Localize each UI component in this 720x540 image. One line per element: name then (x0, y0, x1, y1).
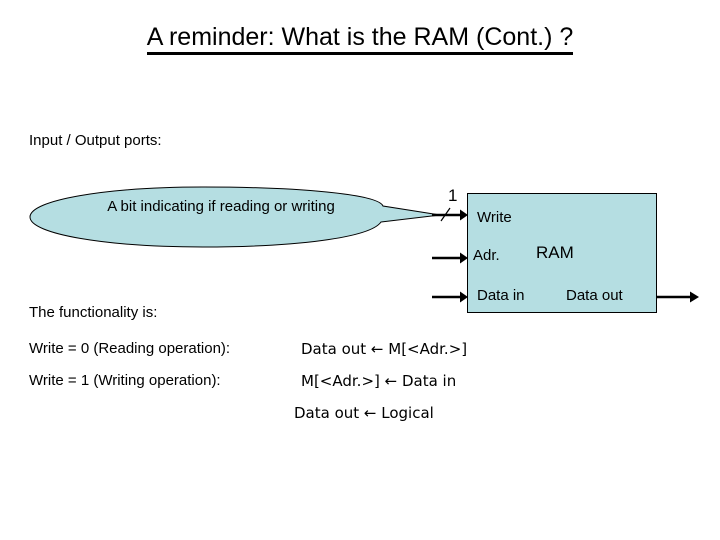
functionality-expression: M[<Adr.>] ← Data in (301, 372, 457, 390)
callout-shape (29, 186, 441, 248)
functionality-condition: Write = 0 (Reading operation): (29, 340, 231, 357)
page-title-text: A reminder: What is the RAM (Cont.) ? (146, 23, 574, 55)
port-label-write: Write (477, 209, 512, 226)
callout-path (29, 186, 441, 248)
functionality-expression: Data out ← Logical (294, 404, 434, 422)
data-out-output-arrow (657, 291, 699, 303)
callout-balloon: A bit indicating if reading or writing (26, 186, 441, 248)
ram-block: Write Adr. Data in Data out RAM (467, 193, 657, 313)
port-label-data-out: Data out (566, 287, 623, 304)
page-title: A reminder: What is the RAM (Cont.) ? (0, 22, 720, 55)
functionality-expression: Data out ← M[<Adr.>] (301, 340, 468, 358)
adr-input-arrow (432, 252, 468, 264)
functionality-condition: Write = 1 (Writing operation): (29, 372, 221, 389)
port-label-adr: Adr. (473, 247, 500, 264)
functionality-label: The functionality is: (29, 304, 158, 321)
callout-text: A bit indicating if reading or writing (107, 198, 335, 215)
ram-block-name: RAM (536, 243, 574, 262)
data-in-input-arrow (432, 291, 468, 303)
bus-width-label: 1 (448, 186, 458, 205)
write-input-arrow (432, 207, 468, 222)
io-ports-label: Input / Output ports: (29, 132, 162, 149)
port-label-data-in: Data in (477, 287, 525, 304)
